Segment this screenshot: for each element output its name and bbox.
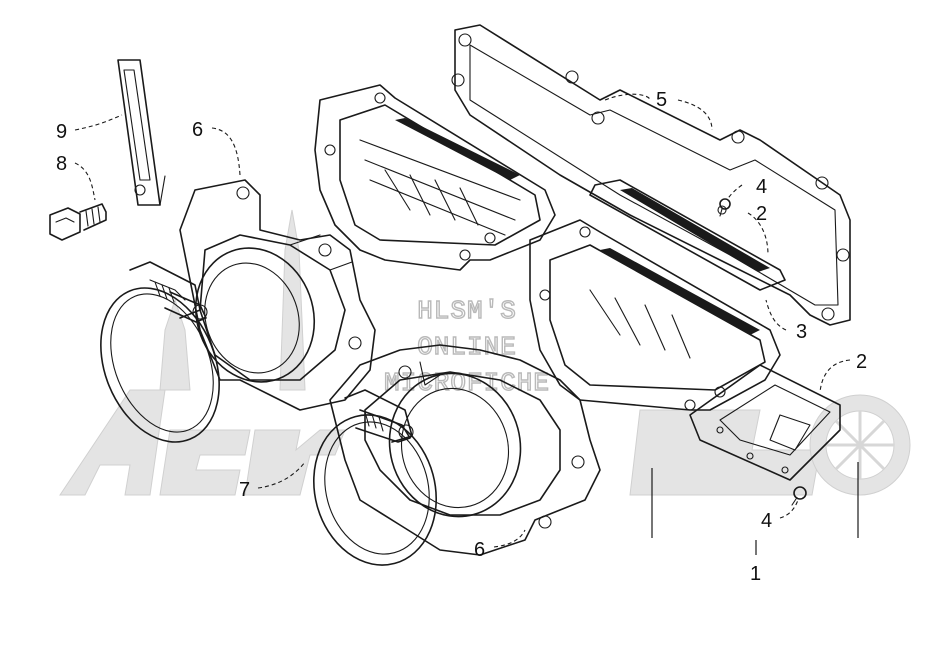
part-reed-stop-upper [589,179,786,291]
part-screw-lower [791,486,807,506]
callout-6-lower: 6 [474,539,485,561]
callout-3: 3 [796,321,807,343]
callout-6-upper: 6 [192,119,203,141]
callout-2-upper: 2 [756,203,767,225]
part-reed-plate-lower [689,364,841,481]
callout-8: 8 [56,153,67,175]
callout-9: 9 [56,121,67,143]
part-reed-valve-upper [314,84,556,271]
part-gasket [451,24,851,326]
part-hose-clamp-lower [312,389,438,566]
watermark-text: HLSM'S ONLINE MICROFICHE [383,295,550,398]
callout-1: 1 [750,563,761,585]
watermark-line-1: HLSM'S [417,296,517,326]
callout-4-lower: 4 [761,510,772,532]
part-screw-upper [719,198,731,217]
leader-lines [74,93,859,555]
callouts: 9 8 6 5 4 2 3 2 7 4 6 1 [56,89,867,585]
part-hose-clamp-upper [100,261,220,443]
part-plate [117,59,166,206]
callout-2-lower: 2 [856,351,867,373]
part-bolt [49,203,107,241]
callout-7: 7 [239,479,250,501]
part-intake-flange-upper [179,179,376,411]
part-intake-flange-lower [329,344,601,556]
watermark-logo [59,209,911,496]
callout-4-upper: 4 [756,176,767,198]
part-reed-valve-lower [529,219,781,411]
callout-5: 5 [656,89,667,111]
watermark-line-3: MICROFICHE [384,368,550,398]
watermark-line-2: ONLINE [417,332,517,362]
